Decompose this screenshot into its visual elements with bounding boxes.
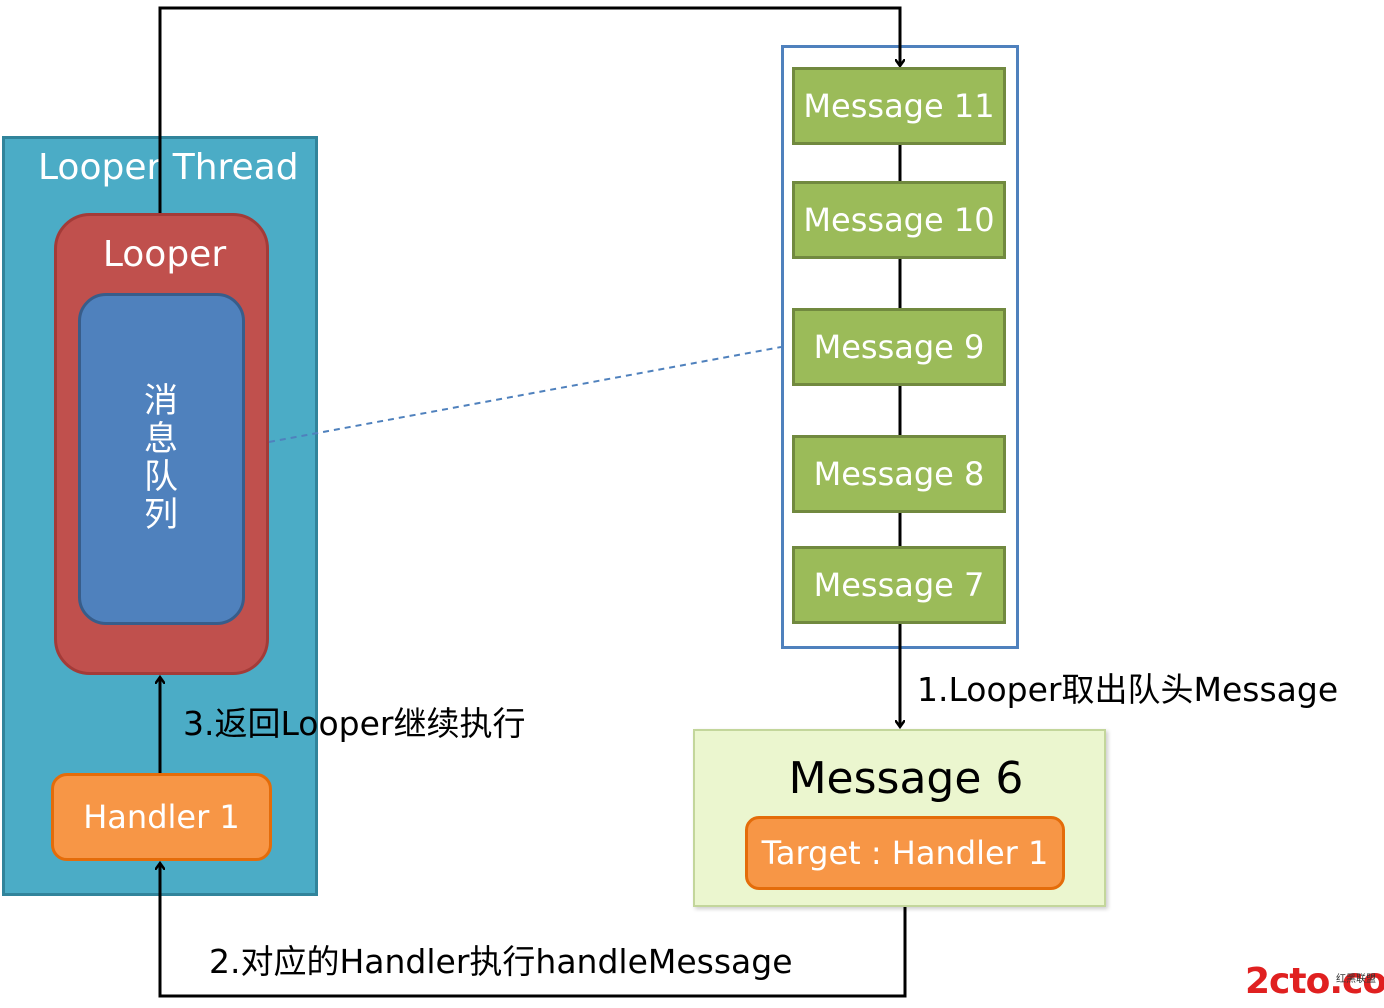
current-message-title: Message 6: [788, 753, 1024, 804]
looper-title: Looper: [102, 234, 227, 275]
zoom-dashed-line: [268, 346, 782, 443]
handler-box: [51, 773, 272, 861]
message-queue-label: 消 息 队 列: [144, 381, 178, 535]
queue-message: Message 8: [792, 435, 1006, 513]
queue-message: Message 7: [792, 546, 1006, 624]
handler-label: Handler 1: [83, 798, 240, 836]
watermark-logo: 2cto.com: [1245, 961, 1384, 1002]
dispatch-arrow: [160, 864, 907, 998]
target-handler-box: Target : Handler 1: [745, 816, 1065, 890]
looper-thread-title: Looper Thread: [38, 147, 299, 188]
step-3-label: 3.返回Looper继续执行: [183, 704, 526, 743]
step-1-label: 1.Looper取出队头Message: [917, 670, 1339, 709]
looper-to-queue-head-arrow: [158, 6, 900, 213]
queue-message: Message 9: [792, 308, 1006, 386]
message-queue-box: [78, 293, 245, 625]
queue-message: Message 11: [792, 67, 1006, 145]
step-2-label: 2.对应的Handler执行handleMessage: [209, 942, 793, 981]
queue-message: Message 10: [792, 181, 1006, 259]
watermark-sub: 红黑联盟: [1336, 974, 1376, 985]
